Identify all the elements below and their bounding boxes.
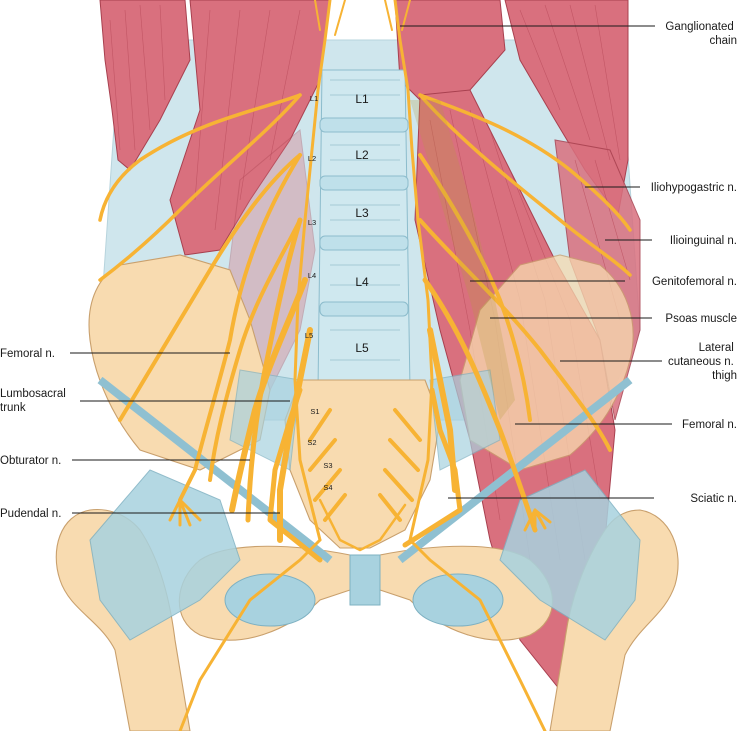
root-label-s1: S1 [310, 407, 319, 416]
vertebra-label-l5: L5 [355, 341, 369, 355]
label-lumbosacral-trunk: Lumbosacral trunk [0, 388, 69, 414]
left-inguinal-ligament [97, 376, 333, 564]
label-femoral-right: Femoral n. [682, 419, 737, 431]
root-label-s4: S4 [323, 483, 332, 492]
left-hip-ligament [89, 469, 241, 641]
root-label-s3: S3 [323, 461, 332, 470]
root-label-l3: L3 [308, 218, 316, 227]
vertebra-label-l3: L3 [355, 206, 369, 220]
label-genitofemoral: Genitofemoral n. [652, 276, 737, 288]
label-sciatic: Sciatic n. [690, 493, 737, 505]
root-label-l2: L2 [308, 154, 316, 163]
label-psoas-muscle: Psoas muscle [665, 313, 737, 325]
root-label-s2: S2 [307, 438, 316, 447]
root-label-l5: L5 [305, 331, 313, 340]
label-pudendal: Pudendal n. [0, 508, 61, 520]
root-label-l1: L1 [310, 94, 318, 103]
lumbar-spine [317, 69, 411, 391]
label-obturator: Obturator n. [0, 455, 61, 467]
leader-lines [70, 25, 672, 514]
vertebra-label-l2: L2 [355, 148, 369, 162]
label-ganglionated-chain: Ganglionated chain [665, 21, 737, 47]
vertebra-label-l4: L4 [355, 275, 369, 289]
label-femoral-left: Femoral n. [0, 348, 55, 360]
label-ilioinguinal: Ilioinguinal n. [670, 235, 737, 247]
root-label-l4: L4 [308, 271, 316, 280]
label-lateral-cutaneous: Lateral cutaneous n. thigh [668, 342, 737, 382]
left-ilium [88, 254, 271, 471]
nerve-network [98, 0, 632, 733]
right-obturator-foramen [412, 573, 504, 627]
vertebra-label-l1: L1 [355, 92, 369, 106]
left-obturator-foramen [224, 573, 316, 627]
psoas-overlay [410, 100, 515, 420]
pubic-symphysis [349, 554, 381, 606]
label-iliohypogastric: Iliohypogastric n. [651, 182, 737, 194]
sacrum [284, 379, 441, 549]
